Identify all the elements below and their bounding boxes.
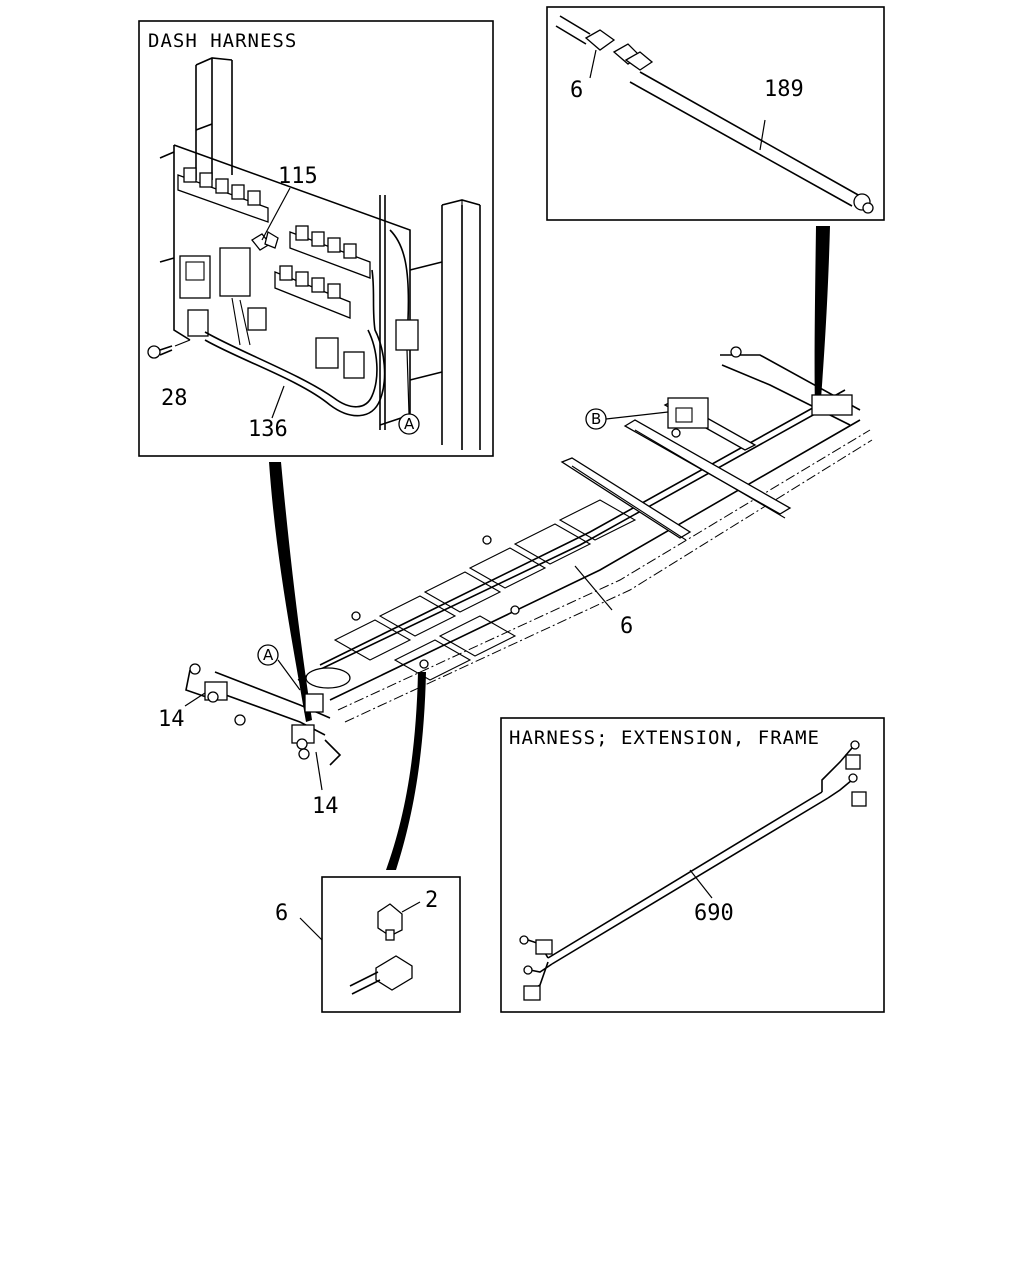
- callout-189: 189: [764, 77, 804, 102]
- connector-wedge-rear: [814, 226, 830, 412]
- relay-2: [377, 903, 403, 937]
- clip-115: [251, 230, 279, 251]
- dash-harness-inset: DASH HARNESS: [138, 20, 494, 457]
- leader-690: [689, 869, 713, 899]
- marker-a-frame-label: A: [263, 646, 274, 664]
- callout-690: 690: [694, 901, 734, 926]
- extension-harness-frame: [500, 717, 885, 1013]
- extension-harness-inset: HARNESS; EXTENSION, FRAME 690: [500, 717, 885, 1013]
- connector-detail-inset: 2 6: [275, 876, 461, 1013]
- callout-6-frame: 6: [620, 614, 633, 639]
- leader-6-detail: [299, 917, 323, 941]
- extension-harness-title: HARNESS; EXTENSION, FRAME: [509, 727, 820, 749]
- connector-wedge-detail: [386, 672, 426, 870]
- connector-6-top: [584, 29, 616, 51]
- marker-a-frame: [257, 644, 279, 666]
- rear-harness-inset: 189 6: [546, 6, 885, 221]
- callout-14-bottom: 14: [312, 794, 339, 819]
- callout-2: 2: [425, 888, 438, 913]
- leader-14-bottom: [315, 751, 323, 791]
- dash-harness-title: DASH HARNESS: [148, 30, 297, 52]
- callout-136: 136: [248, 417, 288, 442]
- callout-115: 115: [278, 164, 318, 189]
- connector-detail-frame: [321, 876, 461, 1013]
- callout-28: 28: [161, 386, 188, 411]
- connector-wedge-dash: [269, 462, 312, 722]
- leader-136: [271, 385, 285, 419]
- marker-b-frame-label: B: [591, 410, 601, 428]
- callout-14-left: 14: [158, 707, 185, 732]
- chassis-frame: B A 6 14 14: [158, 346, 873, 819]
- leader-115: [261, 187, 291, 241]
- socket-6: [375, 955, 413, 991]
- leader-6-frame: [574, 565, 613, 611]
- dash-harness-wire: [204, 195, 410, 430]
- leader-2: [401, 901, 421, 913]
- leader-6-top: [589, 49, 597, 79]
- bolt-28: [147, 339, 191, 359]
- leader-189: [759, 119, 766, 151]
- callout-6-detail: 6: [275, 901, 288, 926]
- marker-a-dash-label: A: [404, 415, 415, 433]
- dash-posts: [195, 57, 481, 450]
- callout-6-top: 6: [570, 78, 583, 103]
- leader-14-left: [184, 692, 206, 707]
- relay-panel: [159, 123, 443, 426]
